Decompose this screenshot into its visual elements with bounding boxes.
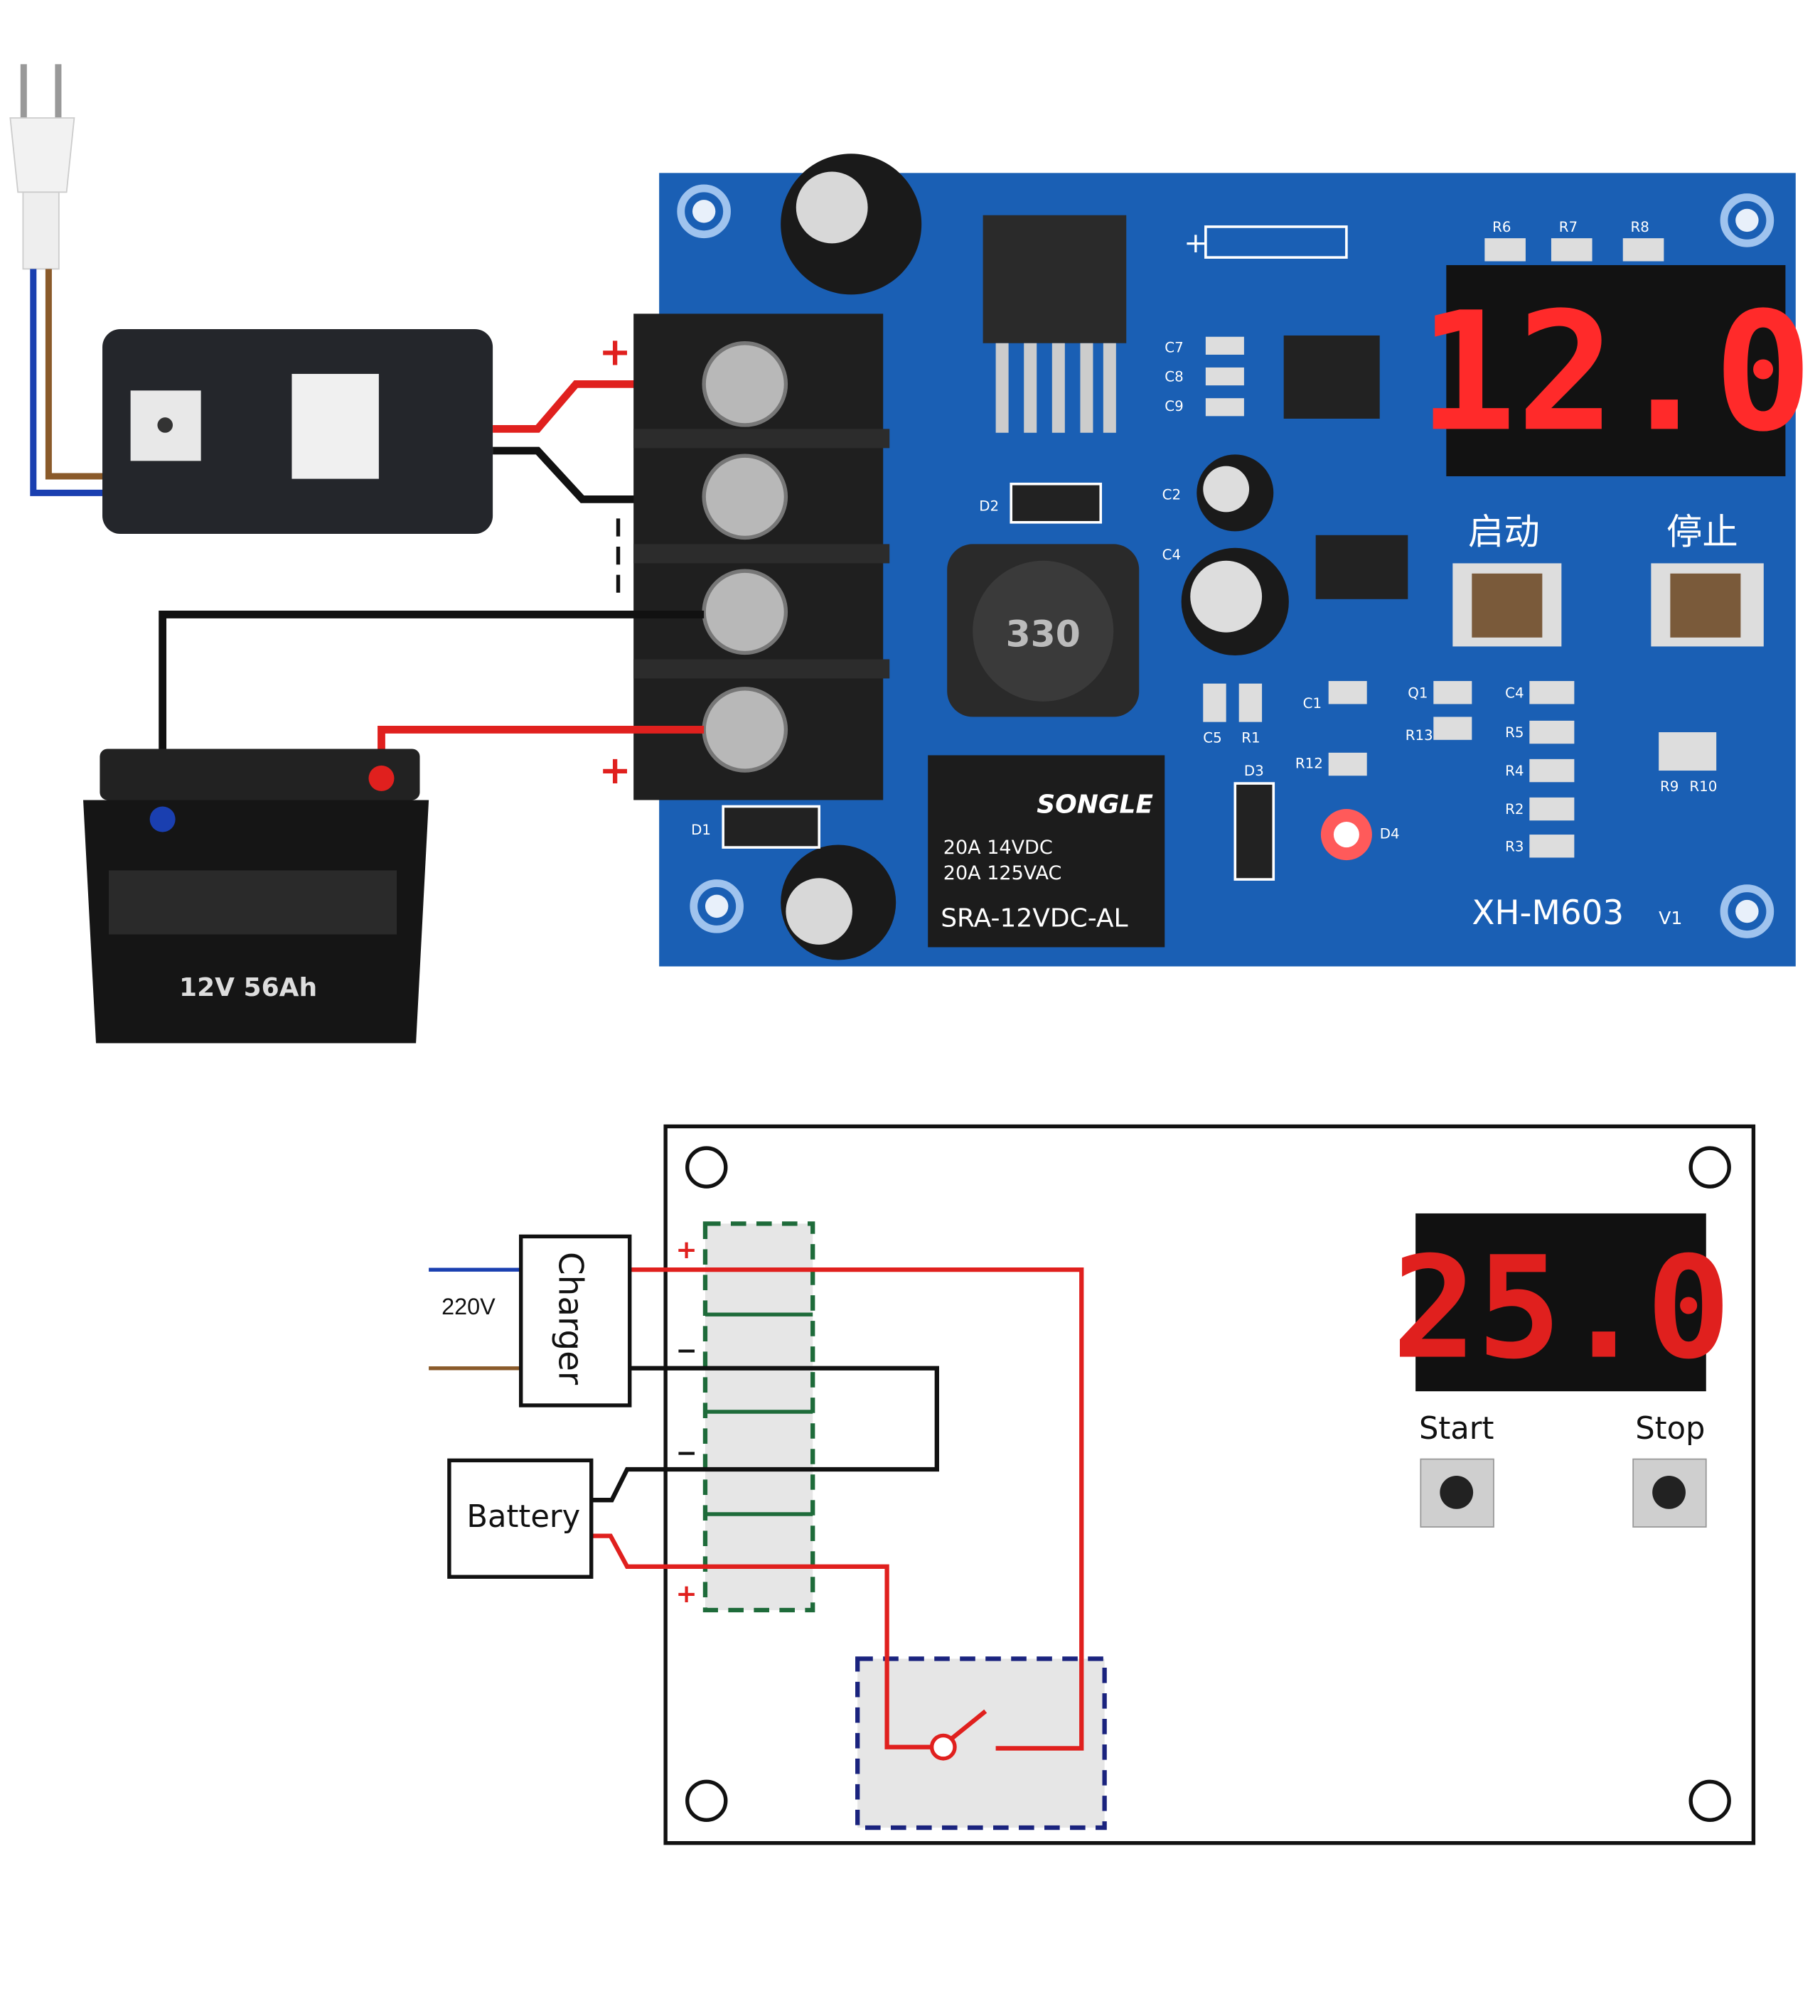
- silk-c9: C9: [1165, 398, 1183, 414]
- sign-minus-2: −: [676, 1439, 697, 1468]
- silk-r6: R6: [1492, 219, 1511, 235]
- svg-text:20A 125VAC: 20A 125VAC: [943, 862, 1062, 884]
- inductor: 330: [947, 544, 1140, 717]
- pcb-start-button[interactable]: [1452, 563, 1562, 647]
- stop-label: Stop: [1635, 1411, 1705, 1447]
- silk-c2: C2: [1162, 486, 1181, 503]
- terminal-plus-top: +: [599, 329, 631, 374]
- diode: [1010, 482, 1103, 524]
- pcb-board: + 12.0 启动 停止 330 SONGLE 20A 14VDC 20A 12…: [659, 154, 1813, 967]
- microcontroller-chip: [1283, 335, 1380, 419]
- board-version: V1: [1659, 908, 1682, 928]
- silk-c4: C4: [1162, 547, 1181, 563]
- battery-box: Battery: [447, 1458, 594, 1579]
- silk-r10: R10: [1689, 778, 1717, 795]
- silk-c8: C8: [1165, 369, 1183, 385]
- regulator-chip: [983, 215, 1127, 433]
- relay-switch-arm: [951, 1709, 987, 1740]
- svg-text:20A 14VDC: 20A 14VDC: [943, 837, 1053, 859]
- sign-minus-1: −: [676, 1336, 697, 1366]
- board-model: XH-M603: [1472, 894, 1624, 933]
- charger-negative-line: [591, 1366, 939, 1503]
- charger-box: Charger: [519, 1234, 632, 1408]
- car-battery: 12V 56Ah: [83, 749, 429, 1044]
- start-button[interactable]: [1420, 1458, 1494, 1528]
- mounting-hole-icons: [685, 1146, 1731, 1822]
- charger: [102, 328, 493, 534]
- relay-contact-icon: [929, 1733, 957, 1761]
- diode: [1233, 782, 1275, 881]
- charger-label: Charger: [551, 1252, 589, 1385]
- start-label-cn: 启动: [1468, 510, 1540, 552]
- charger-positive-line: [629, 1267, 1084, 1751]
- silk-d1: D1: [691, 822, 711, 838]
- svg-text:SRA-12VDC-AL: SRA-12VDC-AL: [941, 904, 1128, 933]
- silk-r4: R4: [1505, 763, 1524, 779]
- ac-wire-blue: [30, 269, 109, 496]
- silk-q1: Q1: [1408, 685, 1428, 701]
- stop-label-cn: 停止: [1666, 510, 1738, 552]
- photo-section: + + 12.0 启动 停止: [9, 64, 1813, 1044]
- diode: [722, 805, 820, 849]
- schematic-terminal-block: [702, 1221, 815, 1613]
- schematic-display: 25.0: [1392, 1213, 1731, 1392]
- silkscreen-labels: C7 C8 C9 C2 C4 D2 D1 D3 D4 C5 R1 C1 R12 …: [691, 219, 1717, 854]
- battery-negative-wire: [159, 611, 705, 804]
- relay: SONGLE 20A 14VDC 20A 125VAC SRA-12VDC-AL: [928, 755, 1165, 948]
- pcb-display: 12.0: [1418, 264, 1813, 476]
- silk-c4b: C4: [1505, 685, 1524, 701]
- silk-r9: R9: [1660, 778, 1679, 795]
- silk-r2: R2: [1505, 801, 1524, 817]
- schematic-relay: [855, 1656, 1107, 1830]
- sign-plus-bottom: +: [676, 1580, 697, 1609]
- start-label: Start: [1419, 1411, 1494, 1447]
- silk-c7: C7: [1165, 339, 1183, 355]
- power-plug-icon: [9, 64, 75, 270]
- pcb-stop-button[interactable]: [1651, 563, 1764, 647]
- terminal-block: [633, 313, 890, 800]
- silk-c5: C5: [1203, 729, 1221, 746]
- silk-r7: R7: [1559, 219, 1578, 235]
- svg-text:SONGLE: SONGLE: [1037, 790, 1153, 819]
- stop-button[interactable]: [1632, 1458, 1707, 1528]
- silk-r13: R13: [1406, 727, 1433, 744]
- terminal-screw: [702, 341, 788, 773]
- pcb-display-value: 12.0: [1418, 277, 1813, 468]
- silk-d3: D3: [1244, 763, 1264, 779]
- battery-rating: 12V 56Ah: [179, 973, 317, 1002]
- voltage-label: 220V: [441, 1294, 496, 1319]
- transistor: [1315, 535, 1408, 599]
- battery-label: Battery: [466, 1499, 580, 1535]
- sign-plus-top: +: [676, 1235, 697, 1265]
- silk-r5: R5: [1505, 724, 1524, 741]
- silk-d2: D2: [979, 498, 999, 515]
- silk-r1: R1: [1241, 729, 1260, 746]
- silk-r3: R3: [1505, 838, 1524, 854]
- ac-wire-brown: [45, 269, 109, 480]
- pin-header: [1204, 225, 1348, 259]
- capacitor: [781, 154, 922, 295]
- battery-positive-line: [591, 1533, 932, 1749]
- terminal-plus-bottom: +: [599, 748, 631, 793]
- schematic-section: Charger 220V Battery + − − + 25.0 Start …: [429, 1124, 1756, 1845]
- inductor-label: 330: [1006, 613, 1081, 655]
- silk-d4: D4: [1380, 825, 1400, 842]
- capacitor: [781, 845, 896, 960]
- silk-r8: R8: [1631, 219, 1649, 235]
- silk-r12: R12: [1295, 755, 1323, 771]
- schematic-display-value: 25.0: [1392, 1226, 1731, 1390]
- capacitor: [1181, 547, 1289, 656]
- capacitor: [1197, 454, 1274, 532]
- silk-c1: C1: [1303, 695, 1322, 712]
- header-plus: +: [1184, 227, 1207, 259]
